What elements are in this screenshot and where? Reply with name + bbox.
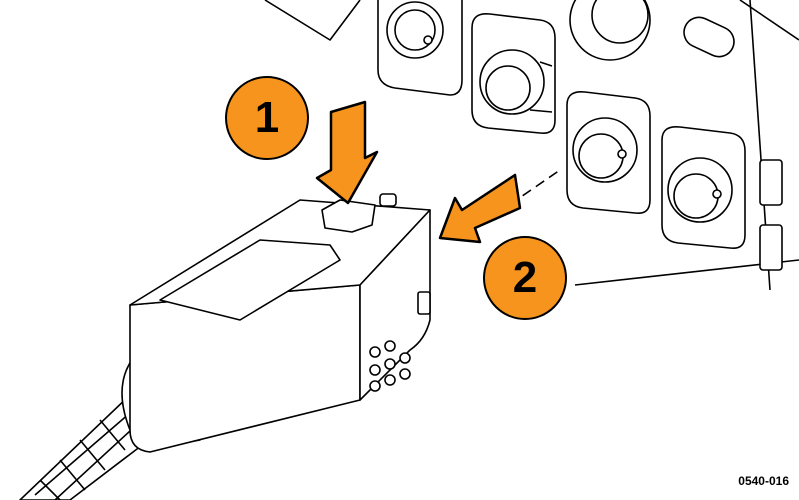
oscilloscope-panel — [264, 0, 799, 291]
left-arrow-icon — [438, 173, 522, 244]
probe — [19, 193, 431, 500]
figure-id: 0540-016 — [738, 474, 789, 488]
step-1-label: 1 — [254, 93, 280, 142]
bnc-connector — [566, 90, 651, 215]
probe-window — [159, 239, 341, 321]
bnc-connector — [377, 0, 463, 96]
down-arrow-icon — [315, 100, 379, 205]
probe-tab — [379, 193, 397, 207]
knob — [569, 0, 651, 61]
latch — [759, 224, 783, 271]
panel-button — [683, 16, 735, 58]
step-1-circle — [225, 76, 309, 160]
probe-body-front — [129, 284, 361, 453]
step-2-circle — [483, 236, 567, 320]
release-button — [321, 199, 376, 233]
bnc-connector — [471, 12, 556, 135]
step-2-label: 2 — [512, 253, 538, 302]
latch — [759, 159, 783, 206]
probe-contacts — [369, 340, 411, 392]
bnc-connector — [661, 125, 746, 250]
